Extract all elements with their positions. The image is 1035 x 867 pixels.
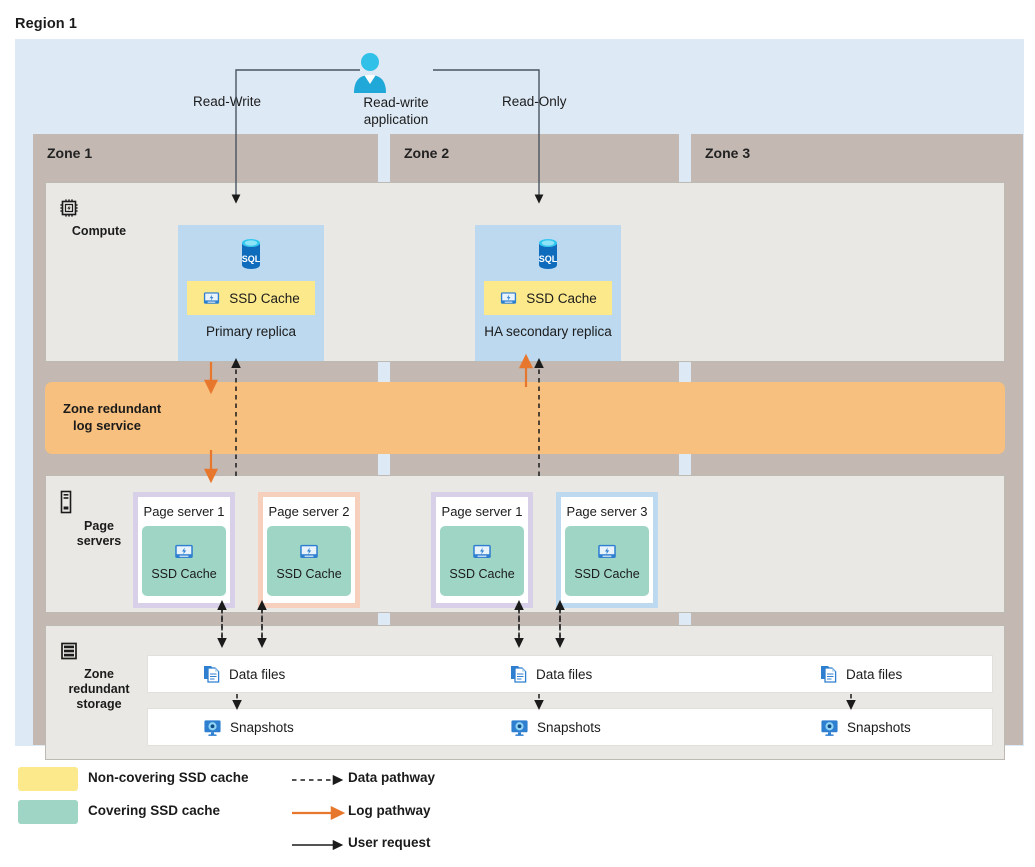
data-files-label: Data files (536, 666, 593, 682)
data-files-icon (510, 664, 528, 684)
application-caption-line1: Read-write (363, 95, 429, 110)
read-write-path-label: Read-Write (193, 94, 262, 109)
storage-row-label: Zone redundant storage (58, 640, 140, 712)
application-caption: Read-write application (350, 95, 442, 129)
replica-card-ha-secondary[interactable]: SQL SSD Cache HA secondary replica (475, 225, 621, 361)
compute-row-label-text: Compute (71, 224, 127, 238)
user-icon (350, 51, 442, 93)
sql-database-icon: SQL (533, 237, 563, 273)
legend: Non-covering SSD cache Covering SSD cach… (0, 755, 1035, 867)
page-server-cache-label: SSD Cache (276, 567, 342, 581)
page-server-title: Page server 3 (566, 504, 648, 519)
zone-header-3: Zone 3 (691, 134, 1023, 172)
ssd-disk-icon (173, 541, 195, 563)
legend-line-samples (292, 774, 346, 851)
region-panel: Zone 1 Zone 2 Zone 3 (15, 39, 1024, 760)
ssd-cache-pill: SSD Cache (187, 281, 315, 315)
legend-swatch-non-covering-cache (18, 767, 78, 791)
snapshots-cell[interactable]: Snapshots (820, 709, 911, 745)
page-server-cache: SSD Cache (142, 526, 226, 596)
page-server-title: Page server 1 (143, 504, 225, 519)
data-files-label: Data files (229, 666, 286, 682)
snapshot-icon (510, 718, 529, 737)
page-server-cache: SSD Cache (565, 526, 649, 596)
log-service-line1: Zone redundant (63, 401, 162, 417)
legend-label-log-pathway: Log pathway (348, 803, 431, 818)
read-only-path-label: Read-Only (502, 94, 567, 109)
compute-row-label: Compute (58, 197, 140, 239)
ssd-disk-icon (298, 541, 320, 563)
zone-redundant-log-service: Zone redundant log service (45, 382, 1005, 454)
ssd-disk-icon (471, 541, 493, 563)
log-service-label: Zone redundant log service (63, 401, 161, 435)
sql-database-icon: SQL (236, 237, 266, 273)
log-service-line2: log service (73, 418, 141, 433)
data-files-cell[interactable]: Data files (820, 656, 902, 692)
snapshot-icon (820, 718, 839, 737)
ssd-cache-label: SSD Cache (526, 290, 597, 306)
legend-label-user-request: User request (348, 835, 431, 850)
snapshots-cell[interactable]: Snapshots (510, 709, 601, 745)
zone-label-3: Zone 3 (705, 145, 751, 161)
legend-swatch-covering-cache (18, 800, 78, 824)
page-server-cache-label: SSD Cache (574, 567, 640, 581)
page-server-title: Page server 1 (441, 504, 523, 519)
read-write-application[interactable]: Read-write application (350, 51, 442, 129)
snapshot-icon (203, 718, 222, 737)
ssd-disk-icon (596, 541, 618, 563)
cpu-chip-icon (58, 197, 140, 219)
data-files-icon (820, 664, 838, 684)
legend-label-data-pathway: Data pathway (348, 770, 436, 785)
page-servers-row-label: Page servers (58, 490, 140, 549)
data-files-cell[interactable]: Data files (510, 656, 592, 692)
svg-text:SQL: SQL (539, 254, 558, 264)
page-server-card[interactable]: Page server 2 SSD Cache (258, 492, 360, 608)
storage-label-line1: Zone (84, 667, 114, 681)
page-server-cache: SSD Cache (267, 526, 351, 596)
replica-caption: Primary replica (205, 324, 297, 339)
page-server-card[interactable]: Page server 3 SSD Cache (556, 492, 658, 608)
data-files-label: Data files (846, 666, 903, 682)
replica-caption: HA secondary replica (484, 324, 612, 339)
snapshots-row: Snapshots Snapshots (147, 708, 993, 746)
data-files-cell[interactable]: Data files (203, 656, 285, 692)
page-server-cache: SSD Cache (440, 526, 524, 596)
storage-label-line2: redundant (68, 682, 130, 696)
data-files-icon (203, 664, 221, 684)
snapshots-label: Snapshots (847, 719, 911, 735)
snapshots-label: Snapshots (230, 719, 294, 735)
storage-stack-icon (58, 640, 140, 662)
page-server-cache-label: SSD Cache (151, 567, 217, 581)
snapshots-cell[interactable]: Snapshots (203, 709, 294, 745)
svg-text:SQL: SQL (242, 254, 261, 264)
page-servers-label-line2: servers (76, 534, 122, 548)
application-caption-line2: application (363, 111, 429, 127)
replica-card-primary[interactable]: SQL SSD Cache Primary replica (178, 225, 324, 361)
legend-label-covering-cache: Covering SSD cache (88, 803, 221, 818)
storage-label-line3: storage (76, 697, 122, 711)
page-server-cache-label: SSD Cache (449, 567, 515, 581)
snapshots-label: Snapshots (537, 719, 601, 735)
ssd-cache-pill: SSD Cache (484, 281, 612, 315)
application-layer: Read-write application Read-Write Read-O… (15, 39, 1024, 149)
region-title: Region 1 (15, 16, 78, 32)
page-server-card[interactable]: Page server 1 SSD Cache (431, 492, 533, 608)
page-server-title: Page server 2 (268, 504, 350, 519)
legend-label-non-covering-cache: Non-covering SSD cache (88, 770, 249, 785)
zone-label-1: Zone 1 (47, 145, 93, 161)
ssd-cache-label: SSD Cache (229, 290, 300, 306)
server-rack-icon (58, 490, 140, 514)
page-servers-label-line1: Page (84, 519, 114, 533)
ssd-disk-icon (202, 289, 221, 308)
ssd-disk-icon (499, 289, 518, 308)
data-files-row: Data files Data files (147, 655, 993, 693)
page-server-card[interactable]: Page server 1 SSD Cache (133, 492, 235, 608)
